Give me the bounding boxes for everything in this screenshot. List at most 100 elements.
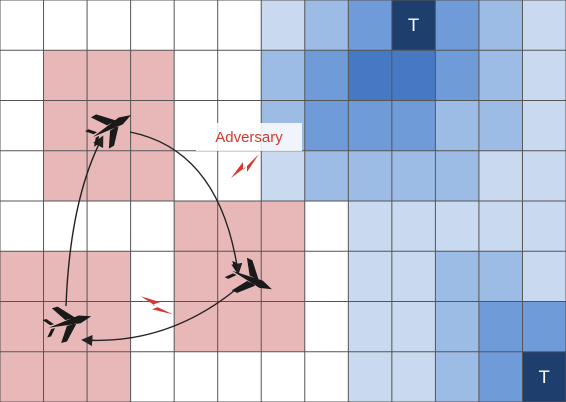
grid-cell	[174, 150, 218, 201]
grid-cell	[217, 150, 262, 201]
adversary-zone-cell	[130, 100, 175, 151]
adversary-zone-cell	[87, 301, 131, 352]
adversary-zone-cell	[43, 351, 88, 402]
grid-cell	[522, 301, 566, 352]
grid-cell	[174, 0, 218, 51]
grid-cell	[304, 0, 349, 51]
adversary-zone-cell	[87, 50, 131, 101]
adversary-zone-cell	[261, 201, 305, 252]
grid-cell	[304, 251, 349, 302]
adversary-zone-cell	[43, 251, 88, 302]
grid-cell	[435, 100, 479, 151]
grid-cell	[522, 0, 566, 51]
grid-cell	[348, 150, 392, 201]
grid-cell	[522, 100, 566, 151]
targets-layer: T T	[407, 16, 550, 388]
grid-cell	[478, 251, 523, 302]
lightning-icon	[231, 154, 259, 178]
grid-cell	[522, 251, 566, 302]
jet-icon	[224, 257, 272, 293]
adversary-zone-cell	[43, 50, 88, 101]
grid-cell	[435, 201, 479, 252]
grid-cell	[0, 150, 44, 201]
path-top-to-right	[129, 131, 243, 275]
grid-cell	[130, 0, 175, 51]
grid-cell	[522, 201, 566, 252]
adversary-zone-cell	[174, 301, 218, 352]
grid-cell	[130, 201, 175, 252]
grid-cell	[348, 201, 392, 252]
grid-cell	[522, 50, 566, 101]
adversary-zone-cell	[0, 251, 44, 302]
adversary-zone-cell	[43, 100, 88, 151]
grid-cell	[0, 201, 44, 252]
grid-cell	[348, 301, 392, 352]
adversary-label: Adversary	[215, 129, 283, 146]
grid-cell	[304, 100, 349, 151]
grid-cell	[304, 351, 349, 402]
target-label-top: T	[407, 16, 419, 36]
adversary-zone-cell	[130, 150, 175, 201]
grid-cell	[435, 50, 479, 101]
adversary-zone-cell	[130, 50, 175, 101]
lightning-icon	[140, 296, 173, 315]
path-bottom-to-top	[65, 135, 104, 307]
grid-cell	[348, 0, 392, 51]
grid-cell	[261, 351, 305, 402]
grid-cell	[217, 50, 262, 101]
grid-cell	[391, 351, 436, 402]
adversary-zone-cell	[174, 251, 218, 302]
grid-cell	[391, 301, 436, 352]
flight-paths	[65, 131, 243, 347]
grid-cell	[174, 351, 218, 402]
grid-cell	[87, 201, 131, 252]
adversary-zone-cell	[0, 351, 44, 402]
adversary-zone-cell	[43, 150, 88, 201]
grid-cell	[391, 50, 436, 101]
grid-cell	[391, 251, 436, 302]
grid-cell	[43, 0, 88, 51]
grid-cell	[130, 351, 175, 402]
grid-cell	[435, 301, 479, 352]
adversary-zone-cell	[87, 251, 131, 302]
grid-cell	[478, 351, 523, 402]
adversary-zone-cell	[43, 301, 88, 352]
grid-cell	[391, 100, 436, 151]
grid-cell	[217, 351, 262, 402]
adversary-zone-cell	[174, 201, 218, 252]
grid-cell	[478, 100, 523, 151]
grid-cell	[348, 251, 392, 302]
adversary-zone-cell	[217, 301, 262, 352]
grid-cell	[0, 50, 44, 101]
grid-cell	[43, 201, 88, 252]
adversary-zone-cell	[87, 150, 131, 201]
adversary-zone-cell	[217, 201, 262, 252]
grid-cell	[261, 0, 305, 51]
grid-cell	[217, 0, 262, 51]
grid-cell	[391, 150, 436, 201]
grid-cell	[478, 0, 523, 51]
adversary-zone-cell	[87, 351, 131, 402]
grid-cell	[261, 150, 305, 201]
adversary-zone-cell	[0, 301, 44, 352]
adversary-callout: Adversary	[196, 123, 302, 151]
grid-cell	[261, 50, 305, 101]
grid-cell	[478, 50, 523, 101]
grid-cell	[478, 201, 523, 252]
grid-cell	[348, 100, 392, 151]
adversary-label-box	[196, 123, 302, 151]
grid-cell	[304, 201, 349, 252]
grid-cell	[130, 251, 175, 302]
target-cell	[522, 351, 566, 402]
grid-cell	[435, 150, 479, 201]
grid-cell	[348, 351, 392, 402]
grid-cell	[478, 150, 523, 201]
grid-cell	[304, 301, 349, 352]
grid-cell	[304, 150, 349, 201]
grid-cell	[304, 50, 349, 101]
grid-cell	[435, 0, 479, 51]
